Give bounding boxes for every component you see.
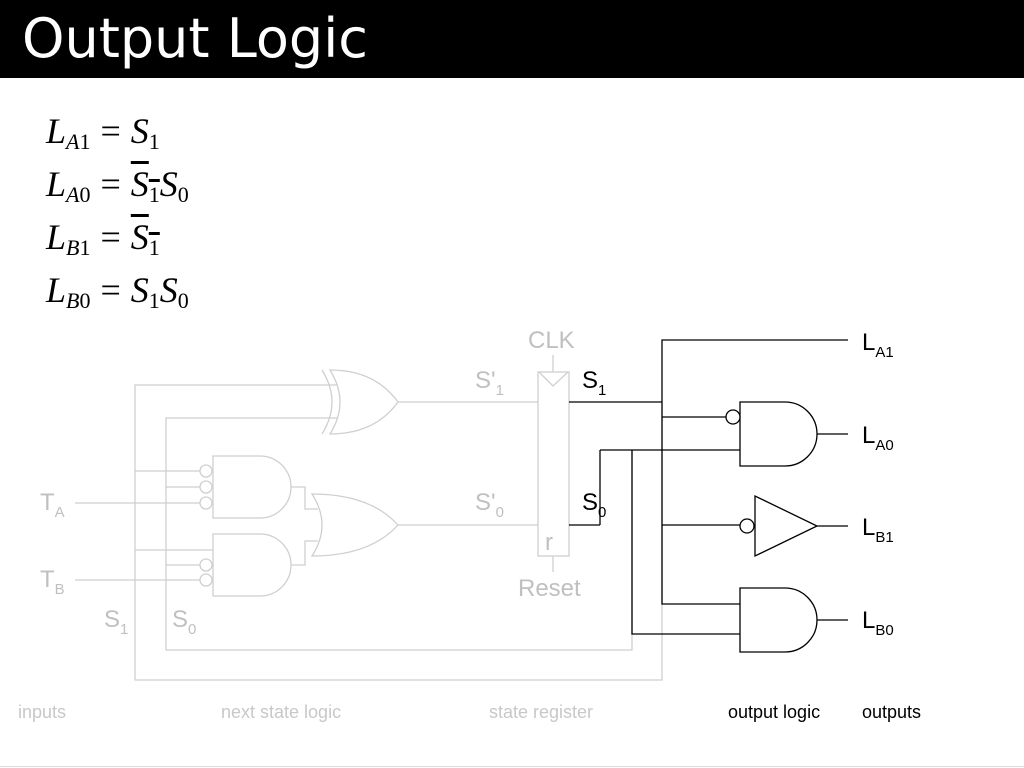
clock-triangle [538,371,569,387]
and-gate-1 [212,455,292,519]
section-inputs: inputs [18,702,66,722]
equation-lb1: LB1=S1 [46,217,160,260]
slide-title: Output Logic [22,7,368,70]
equation-lb0: LB0=S1S0 [46,270,189,313]
input-tb-label: TB [40,566,65,598]
state-s1-label: S1 [582,367,606,399]
wire [291,486,318,510]
inverter-bubble [725,409,741,425]
input-ta-label: TA [40,489,65,521]
inverter-bubble [199,480,213,494]
equation-la0: LA0=S1S0 [46,164,189,207]
and-gate-lb0 [739,587,818,653]
or-gate [310,493,399,557]
output-la1-label: LA1 [862,329,894,361]
next-s0-label: S'0 [475,489,504,521]
wire [291,540,318,566]
section-state-register: state register [489,702,593,722]
equation-la1: LA1=S1 [46,111,160,154]
feedback-s1-label: S1 [104,606,128,638]
reset-pin-label: r [545,529,553,556]
next-state-logic [75,369,663,681]
feedback-s1-wire [134,384,663,681]
state-register [537,355,570,572]
output-equations: LA1=S1 LA0=S1S0 LB1=S1 LB0=S1S0 [46,108,189,320]
section-output-logic: output logic [728,702,820,722]
inverter-bubble [199,496,213,510]
reset-label: Reset [518,575,581,602]
s1-bus [661,339,848,605]
clk-label: CLK [528,327,575,354]
inverter-bubble [199,464,213,478]
title-bar: Output Logic [0,0,1024,78]
complement-s1: S1 [130,217,160,260]
xor-gate-input-curve [321,369,333,435]
output-lb1-label: LB1 [862,514,894,546]
next-s1-label: S'1 [475,367,504,399]
output-lb0-label: LB0 [862,607,894,639]
output-la0-label: LA0 [862,422,894,454]
state-s0-label: S0 [582,489,606,521]
and-gate-2 [212,533,292,597]
inverter-lb1 [754,494,819,558]
s0-bus [631,450,740,635]
inverter-bubble [199,573,213,587]
complement-s1: S1 [130,164,160,207]
bottom-divider [0,766,1024,767]
feedback-s0-label: S0 [172,606,196,638]
and-gate-la0 [739,401,818,467]
xor-gate [328,369,399,435]
section-outputs: outputs [862,702,921,722]
register-box [537,371,570,557]
output-logic [569,339,848,653]
inverter-bubble [199,558,213,572]
section-next-state-logic: next state logic [221,702,341,722]
inverter-bubble [739,518,755,534]
